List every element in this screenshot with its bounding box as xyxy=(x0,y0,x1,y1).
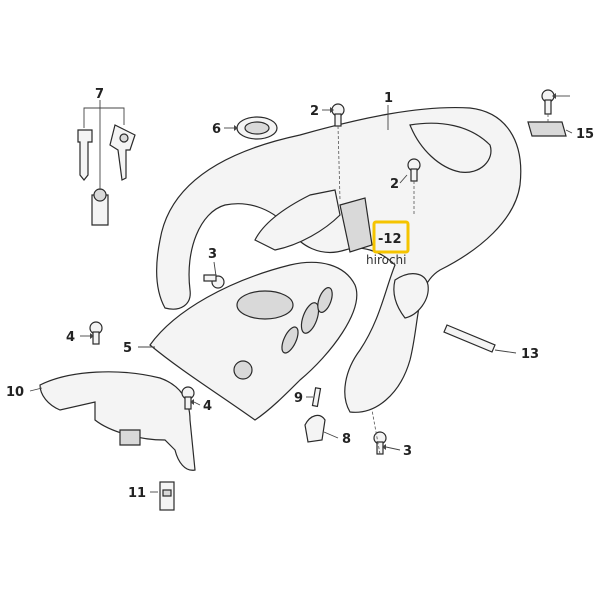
callout-3a: 3 xyxy=(208,247,217,262)
screw-4b xyxy=(181,386,195,410)
callout-1: 1 xyxy=(384,91,393,106)
callout-7: 7 xyxy=(95,87,104,102)
screw-3b xyxy=(373,431,387,455)
screw-2a xyxy=(331,103,345,127)
callout-10: 10 xyxy=(6,385,24,400)
callout-2b: 2 xyxy=(390,177,399,192)
clip-part xyxy=(159,481,175,511)
lower-tray-part xyxy=(39,371,196,471)
callout-6: 6 xyxy=(212,122,221,137)
callout-4b: 4 xyxy=(203,399,212,414)
callout-15: 15 xyxy=(576,127,594,142)
callout-11: 11 xyxy=(128,486,146,501)
callout-8: 8 xyxy=(342,432,351,447)
callout-2a: 2 xyxy=(310,104,319,119)
strap-part xyxy=(443,324,496,353)
key-set-part xyxy=(77,124,136,226)
rear-frame-part xyxy=(156,106,522,413)
callout-9: 9 xyxy=(294,391,303,406)
rear-cover-part xyxy=(149,261,358,421)
screw-3a xyxy=(203,274,225,289)
arrow-tips xyxy=(90,93,556,450)
badge-part xyxy=(236,116,278,140)
callout-12: -12 xyxy=(378,232,402,247)
callout-4a: 4 xyxy=(66,330,75,345)
nut-part xyxy=(527,89,567,137)
callout-5: 5 xyxy=(123,341,132,356)
screw-4a xyxy=(89,321,103,345)
callout-13: 13 xyxy=(521,347,539,362)
highlight-box-12 xyxy=(372,220,410,254)
leader-lines xyxy=(29,95,573,493)
callout-3b: 3 xyxy=(403,444,412,459)
latch-part xyxy=(304,387,326,443)
watermark-text: hirochi xyxy=(366,253,407,267)
